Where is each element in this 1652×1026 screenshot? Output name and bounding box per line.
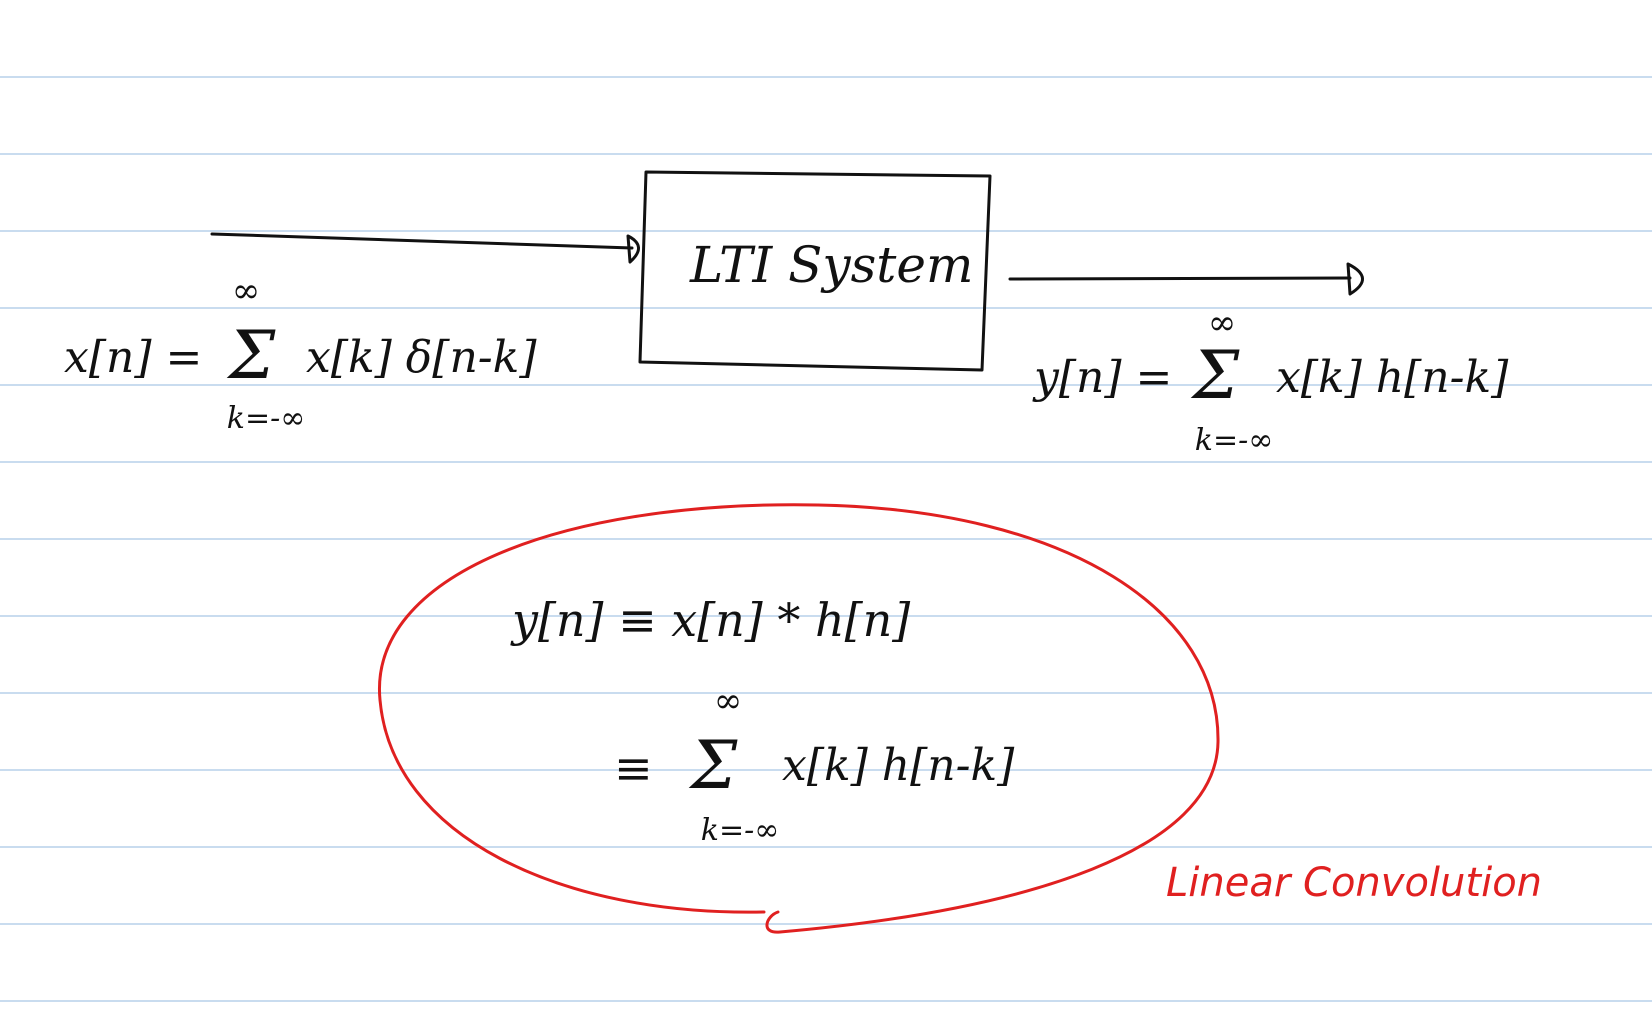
lti-system-box: LTI System <box>638 170 992 372</box>
system-box-label: LTI System <box>689 236 973 294</box>
input-arrow-shaft <box>210 232 634 250</box>
input-sum-upper: ∞ <box>232 271 260 311</box>
system-box-outline <box>638 170 992 372</box>
input-sum-symbol: Σ <box>227 317 276 394</box>
input-arrow-head <box>626 234 640 264</box>
convolution-definition: y[n] ≡ x[n] * h[n] ≡ ∞ Σ k=-∞ x[k] h[n-k… <box>510 593 1015 848</box>
output-arrow-shaft <box>1008 276 1352 281</box>
input-equation: x[n] = ∞ Σ k=-∞ x[k] δ[n-k] <box>64 271 537 436</box>
definition-sum-upper: ∞ <box>714 681 742 721</box>
input-sum-lower: k=-∞ <box>227 401 305 436</box>
output-arrow-head <box>1346 262 1364 296</box>
linear-convolution-label: Linear Convolution <box>1166 860 1542 906</box>
input-equation-term: x[k] δ[n-k] <box>306 332 537 383</box>
output-equation-lhs: y[n] = <box>1032 352 1172 403</box>
definition-sum-lower: k=-∞ <box>701 813 779 848</box>
output-equation: y[n] = ∞ Σ k=-∞ x[k] h[n-k] <box>1032 303 1509 458</box>
output-sum-upper: ∞ <box>1208 303 1236 343</box>
output-equation-term: x[k] h[n-k] <box>1276 352 1509 403</box>
input-equation-lhs: x[n] = <box>64 332 202 383</box>
ruled-lines <box>0 76 1652 1002</box>
definition-line2-term: x[k] h[n-k] <box>782 740 1015 791</box>
highlight-ellipse <box>378 503 1220 934</box>
definition-sum-symbol: Σ <box>689 727 738 804</box>
input-arrow <box>210 232 640 264</box>
definition-line2-prefix: ≡ <box>614 741 653 795</box>
output-arrow <box>1008 262 1364 296</box>
definition-line1: y[n] ≡ x[n] * h[n] <box>510 593 910 647</box>
output-sum-lower: k=-∞ <box>1195 423 1273 458</box>
output-sum-symbol: Σ <box>1191 337 1240 414</box>
